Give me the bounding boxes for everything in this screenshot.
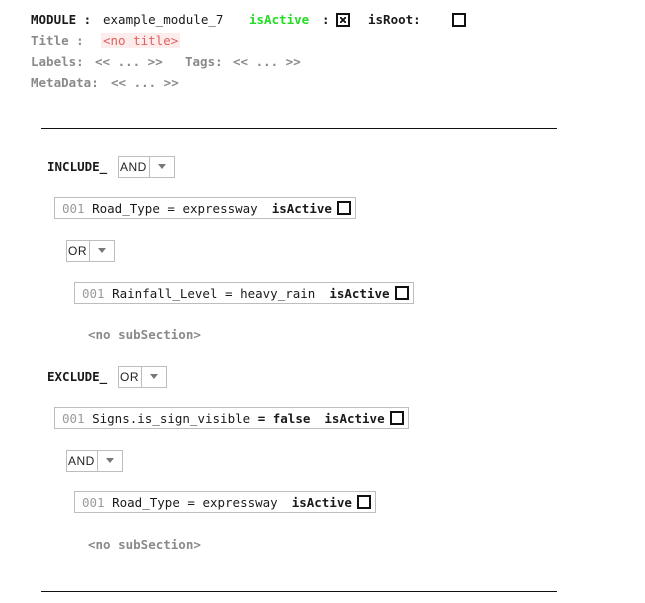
- exclude-rule[interactable]: 001 Signs.is_sign_visible = false isActi…: [54, 407, 409, 429]
- exclude-label: EXCLUDE_: [47, 369, 108, 384]
- title-value[interactable]: <no title>: [101, 33, 181, 48]
- labels-label: Labels:: [31, 54, 84, 69]
- module-is-root-checkbox[interactable]: [451, 13, 466, 27]
- exclude-no-subsection: <no subSection>: [88, 537, 201, 552]
- module-is-root-label: isRoot:: [368, 12, 421, 27]
- module-is-active-sep: :: [322, 12, 330, 27]
- chevron-down-icon: [89, 241, 114, 261]
- rule-active-label: isActive: [329, 285, 390, 301]
- rule-value: expressway: [182, 200, 258, 216]
- include-sub-operator-dropdown[interactable]: OR: [66, 240, 115, 262]
- rule-op: =: [167, 200, 175, 216]
- chevron-down-icon: [141, 367, 166, 387]
- metadata-label: MetaData:: [31, 75, 99, 90]
- include-label: INCLUDE_: [47, 159, 108, 174]
- rule-field: Signs.is_sign_visible: [92, 410, 251, 426]
- rule-active-checkbox[interactable]: [336, 201, 351, 215]
- metadata-value[interactable]: << ... >>: [111, 75, 179, 90]
- rule-value: expressway: [202, 494, 278, 510]
- include-sub-rule[interactable]: 001 Rainfall_Level = heavy_rain isActive: [74, 282, 414, 304]
- exclude-sub-rule[interactable]: 001 Road_Type = expressway isActive: [74, 491, 376, 513]
- rule-value: false: [272, 410, 311, 426]
- rule-active-label: isActive: [291, 494, 352, 510]
- rule-field: Road_Type: [92, 200, 160, 216]
- rule-active-checkbox[interactable]: [394, 286, 409, 300]
- title-label: Title :: [31, 33, 84, 48]
- exclude-sub-operator-dropdown[interactable]: AND: [66, 450, 123, 472]
- rule-field: Rainfall_Level: [112, 285, 218, 301]
- labels-value[interactable]: << ... >>: [95, 54, 163, 69]
- rule-value: heavy_rain: [240, 285, 316, 301]
- bottom-divider: [41, 591, 557, 592]
- rule-active-checkbox[interactable]: [356, 495, 371, 509]
- rule-op: =: [257, 410, 266, 426]
- exclude-operator-dropdown[interactable]: OR: [118, 366, 167, 388]
- rule-number: 001: [82, 494, 105, 510]
- rule-active-checkbox[interactable]: [389, 411, 404, 425]
- exclude-sub-operator-value: AND: [68, 454, 95, 468]
- module-is-active-checkbox[interactable]: [336, 13, 350, 27]
- tags-label: Tags:: [185, 54, 223, 69]
- rule-op: =: [225, 285, 233, 301]
- include-rule[interactable]: 001 Road_Type = expressway isActive: [54, 197, 356, 219]
- exclude-operator-value: OR: [120, 370, 139, 384]
- include-no-subsection: <no subSection>: [88, 327, 201, 342]
- module-name: example_module_7: [103, 12, 224, 27]
- rule-op: =: [187, 494, 195, 510]
- rule-number: 001: [62, 200, 85, 216]
- tags-value[interactable]: << ... >>: [233, 54, 301, 69]
- rule-active-label: isActive: [324, 410, 385, 426]
- chevron-down-icon: [96, 451, 122, 471]
- top-divider: [41, 128, 557, 129]
- rule-field: Road_Type: [112, 494, 180, 510]
- include-operator-dropdown[interactable]: AND: [118, 156, 175, 178]
- rule-number: 001: [82, 285, 105, 301]
- rule-active-label: isActive: [271, 200, 332, 216]
- module-label: MODULE :: [31, 12, 92, 27]
- include-operator-value: AND: [120, 160, 147, 174]
- rule-number: 001: [62, 410, 85, 426]
- chevron-down-icon: [148, 157, 174, 177]
- module-is-active-label: isActive: [249, 12, 310, 27]
- include-sub-operator-value: OR: [68, 244, 87, 258]
